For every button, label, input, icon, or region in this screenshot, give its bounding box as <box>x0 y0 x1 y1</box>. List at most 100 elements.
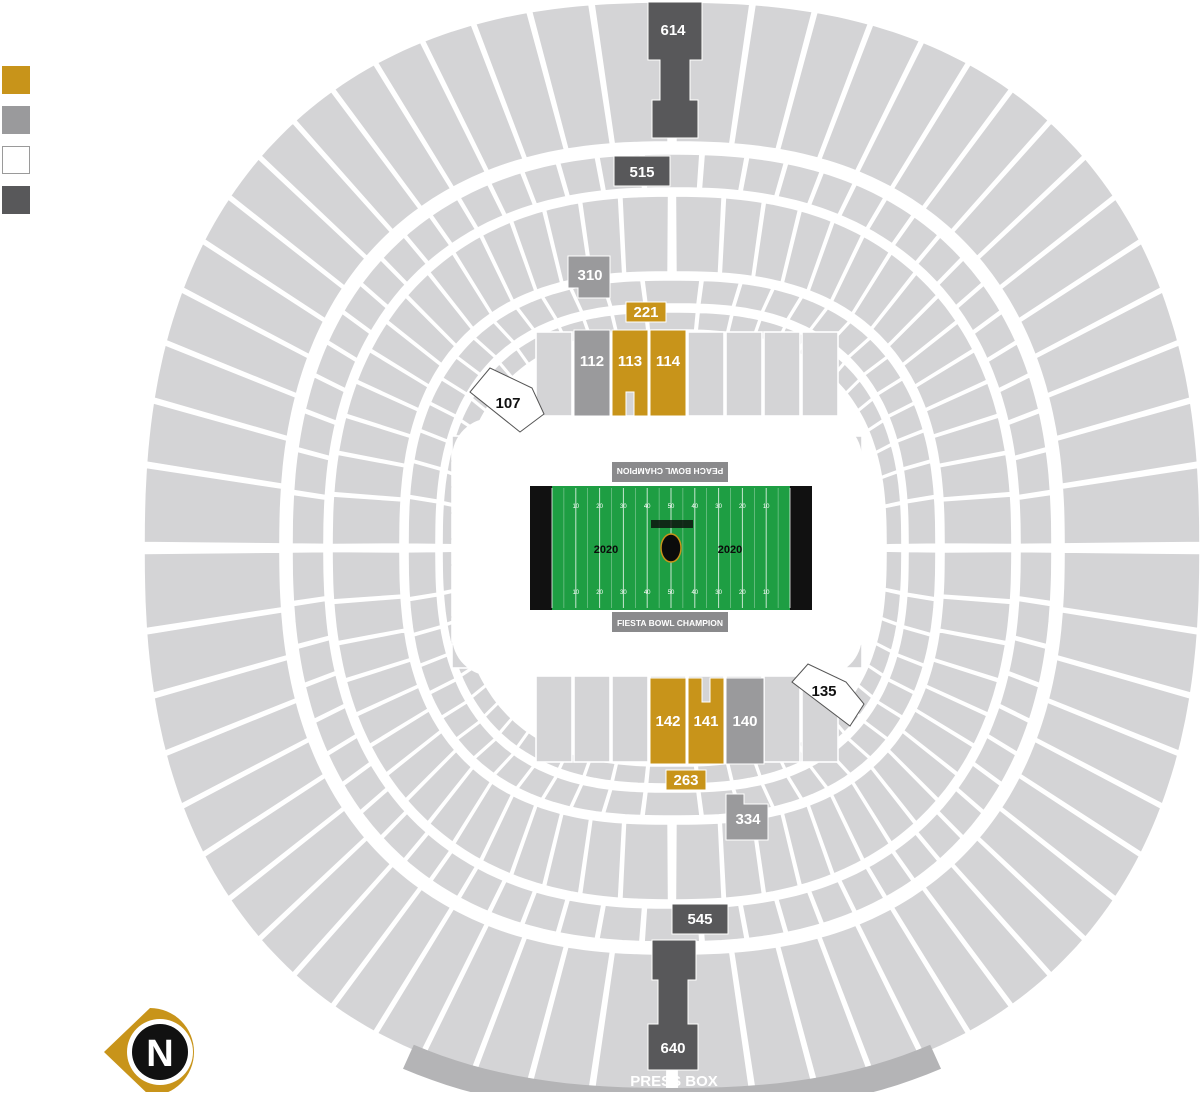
seat-section[interactable] <box>857 41 968 189</box>
seat-section[interactable] <box>725 331 763 417</box>
seat-section[interactable] <box>762 287 802 321</box>
section-107[interactable] <box>469 367 545 433</box>
seat-section[interactable] <box>998 375 1040 423</box>
seat-section[interactable] <box>292 450 330 497</box>
seat-section[interactable] <box>473 738 514 775</box>
seat-section[interactable] <box>360 258 407 308</box>
seat-section[interactable] <box>952 121 1085 258</box>
seat-section[interactable] <box>902 594 936 635</box>
seat-section[interactable] <box>570 783 611 814</box>
seat-section[interactable] <box>484 702 513 734</box>
seat-section[interactable] <box>145 401 288 486</box>
seat-section[interactable] <box>453 235 513 315</box>
seat-section[interactable] <box>412 626 448 666</box>
seat-section[interactable] <box>453 781 513 861</box>
section-114[interactable] <box>649 329 687 417</box>
seat-section[interactable] <box>345 659 419 715</box>
seat-section[interactable] <box>902 321 975 387</box>
seat-section[interactable] <box>145 610 288 695</box>
seat-section[interactable] <box>430 851 477 898</box>
seat-section[interactable] <box>203 197 344 320</box>
seat-section[interactable] <box>801 331 839 417</box>
seat-section[interactable] <box>763 331 801 417</box>
seat-section[interactable] <box>458 183 505 230</box>
seat-section[interactable] <box>839 183 886 230</box>
seat-section[interactable] <box>516 765 557 800</box>
seat-section[interactable] <box>229 808 367 939</box>
seat-section[interactable] <box>857 907 968 1055</box>
seat-section[interactable] <box>1047 658 1191 753</box>
seat-section[interactable] <box>906 497 937 546</box>
seat-section[interactable] <box>406 750 473 824</box>
seat-section[interactable] <box>884 550 903 593</box>
seat-section[interactable] <box>153 658 297 753</box>
seat-section[interactable] <box>408 594 442 635</box>
seat-section[interactable] <box>259 838 392 975</box>
seat-section[interactable] <box>776 890 822 934</box>
seat-section[interactable] <box>386 731 456 801</box>
seat-section[interactable] <box>294 90 421 232</box>
section-113[interactable] <box>611 329 649 417</box>
seat-section[interactable] <box>304 673 346 721</box>
seat-section[interactable] <box>916 235 963 284</box>
seat-section[interactable] <box>956 284 1002 333</box>
seat-section[interactable] <box>419 403 457 442</box>
seat-section[interactable] <box>887 654 925 693</box>
seat-section[interactable] <box>1019 740 1162 854</box>
seat-section[interactable] <box>698 279 741 308</box>
seat-section[interactable] <box>499 717 529 748</box>
seat-section[interactable] <box>923 90 1050 232</box>
seat-section[interactable] <box>808 794 863 876</box>
section-142[interactable] <box>649 677 687 765</box>
seat-section[interactable] <box>809 880 855 925</box>
seat-section[interactable] <box>412 430 448 470</box>
seat-section[interactable] <box>887 403 925 442</box>
seat-section[interactable] <box>535 675 573 763</box>
seat-section[interactable] <box>493 753 534 789</box>
seat-section[interactable] <box>867 851 914 898</box>
seat-section[interactable] <box>530 3 612 150</box>
seat-section[interactable] <box>782 209 833 292</box>
seat-section[interactable] <box>986 705 1030 754</box>
seat-section[interactable] <box>332 597 406 643</box>
seat-section[interactable] <box>143 466 283 545</box>
section-112[interactable] <box>573 329 611 417</box>
seat-section[interactable] <box>381 812 428 861</box>
seat-section[interactable] <box>542 775 582 809</box>
seat-section[interactable] <box>386 295 456 365</box>
seat-section[interactable] <box>1017 550 1053 603</box>
seat-section[interactable] <box>888 295 958 365</box>
seat-section[interactable] <box>787 296 828 331</box>
seat-section[interactable] <box>369 321 442 387</box>
seat-section[interactable] <box>165 701 309 806</box>
seat-section[interactable] <box>292 599 330 646</box>
seat-section[interactable] <box>1035 290 1179 395</box>
seat-section[interactable] <box>511 209 562 292</box>
section-263[interactable] <box>665 769 707 791</box>
seat-section[interactable] <box>1056 401 1199 486</box>
seat-section[interactable] <box>376 41 487 189</box>
seat-section[interactable] <box>342 763 388 812</box>
seat-section[interactable] <box>998 673 1040 721</box>
section-135[interactable] <box>791 663 865 727</box>
seat-section[interactable] <box>621 822 670 901</box>
seat-section[interactable] <box>369 709 442 775</box>
seat-section[interactable] <box>977 157 1115 288</box>
section-221[interactable] <box>625 301 667 323</box>
seat-section[interactable] <box>809 171 855 216</box>
seat-section[interactable] <box>880 589 902 625</box>
seat-section[interactable] <box>404 215 452 264</box>
seat-section[interactable] <box>473 321 514 358</box>
seat-section[interactable] <box>291 550 327 603</box>
seat-section[interactable] <box>933 630 1007 680</box>
seat-section[interactable] <box>831 781 891 861</box>
seat-section[interactable] <box>381 235 428 284</box>
seat-section[interactable] <box>880 471 902 507</box>
seat-section[interactable] <box>481 220 536 302</box>
seat-section[interactable] <box>430 198 477 245</box>
seat-section[interactable] <box>942 550 1013 601</box>
seat-section[interactable] <box>852 767 916 844</box>
seat-section[interactable] <box>1056 610 1199 695</box>
seat-section[interactable] <box>875 444 899 478</box>
seat-section[interactable] <box>839 866 886 913</box>
